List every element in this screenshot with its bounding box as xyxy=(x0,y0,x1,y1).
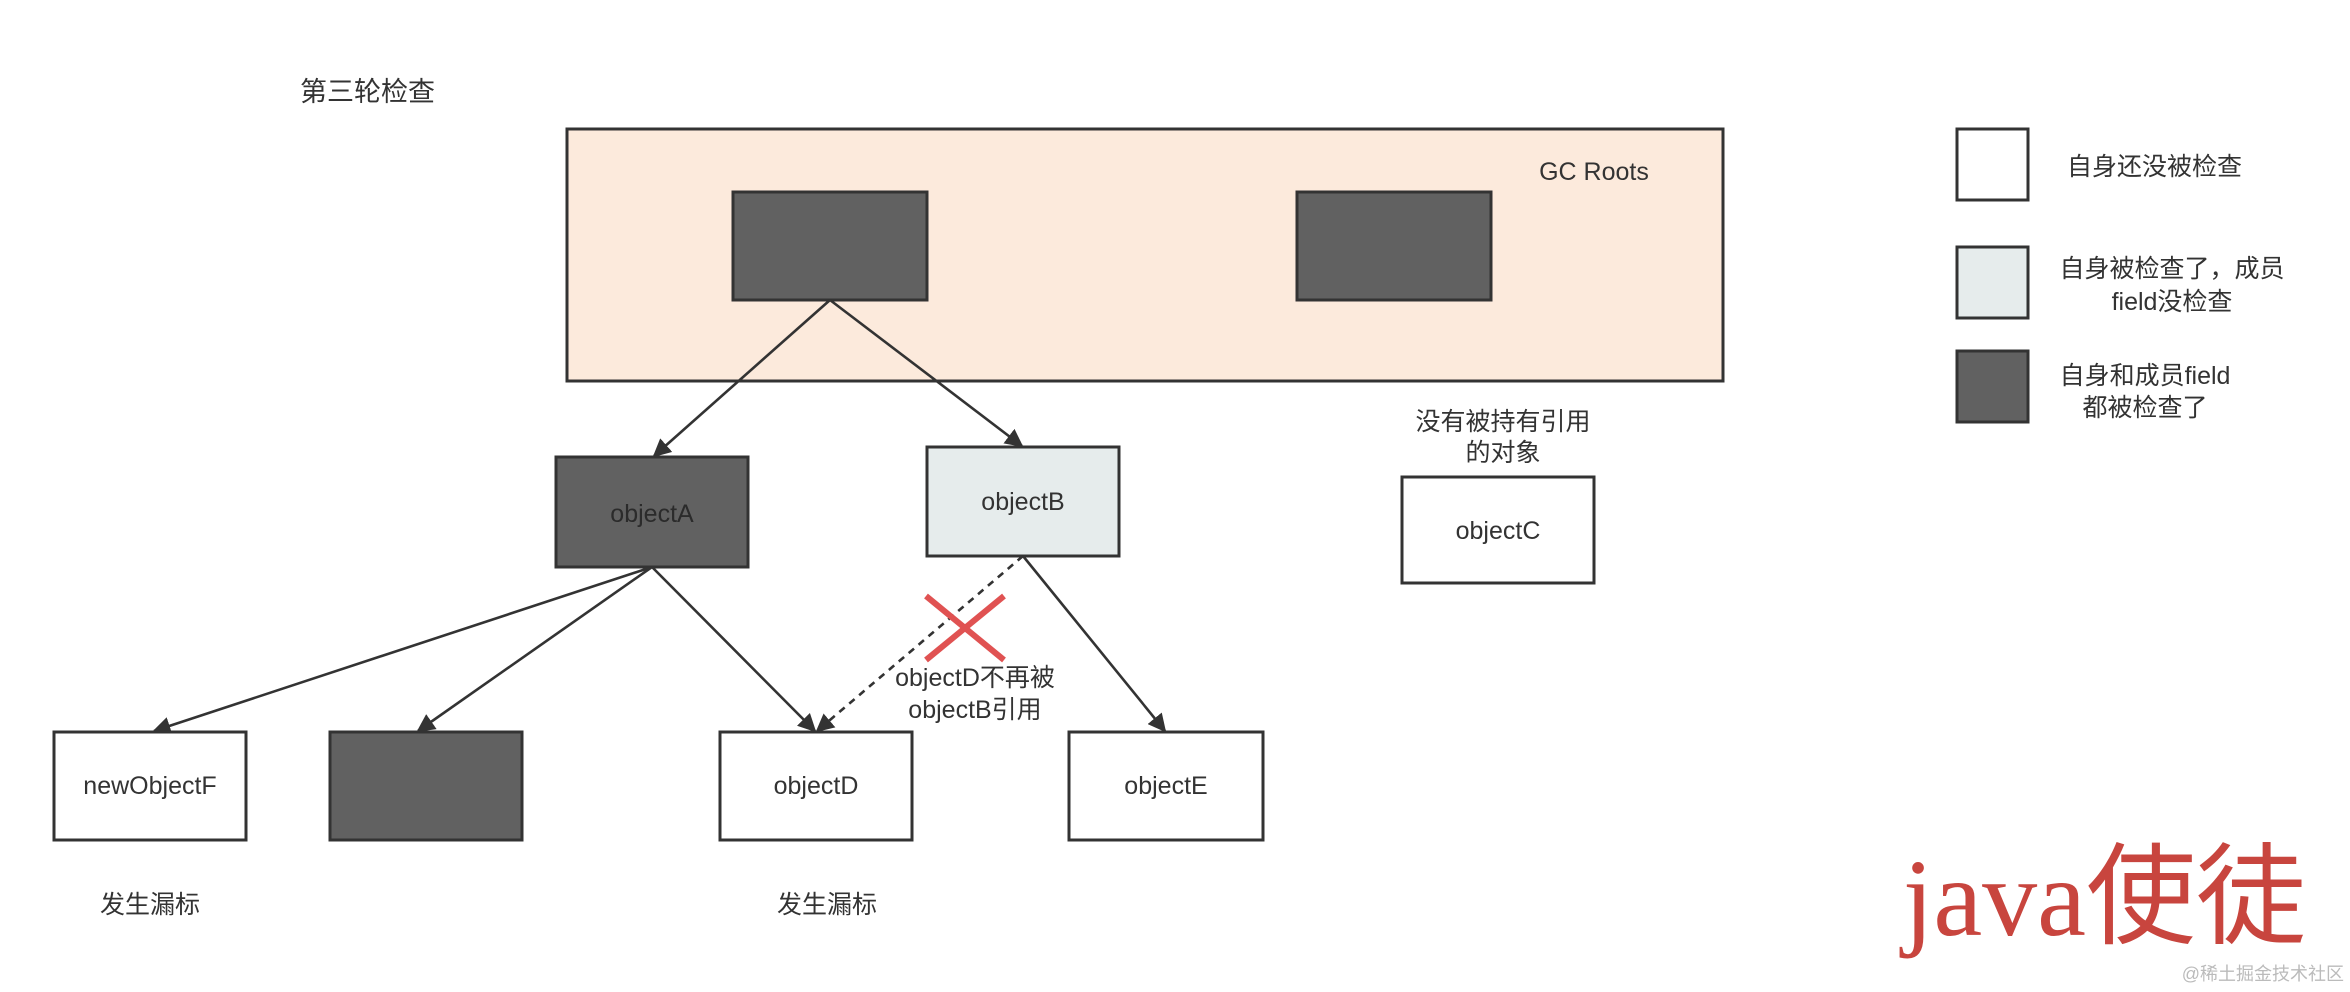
arrow-root-to-object-b xyxy=(829,298,1024,448)
object-d-node xyxy=(718,730,914,842)
legend-label-fully-checked-line-1: 自身和成员field xyxy=(2060,362,2231,390)
removed-arrow-object-b-to-object-d xyxy=(815,555,1024,733)
unreferenced-note-line-2: 的对象 xyxy=(1465,439,1540,467)
object-d-label: objectD xyxy=(774,772,859,800)
watermark-source: @稀土掘金技术社区 xyxy=(2182,964,2344,984)
legend-label-self-checked-line-1: 自身被检查了，成员 xyxy=(2059,255,2284,283)
new-object-f-node xyxy=(52,730,248,842)
diagram-title: 第三轮检查 xyxy=(300,77,435,107)
arrow-object-a-to-new-object-f xyxy=(152,565,653,735)
gc-roots-label: GC Roots xyxy=(1539,158,1649,186)
object-b-node xyxy=(925,445,1121,558)
object-a-label: objectA xyxy=(610,500,694,528)
object-b-label: objectB xyxy=(981,488,1064,516)
legend-swatch-self-checked xyxy=(1955,245,2030,320)
legend-label-unchecked: 自身还没被检查 xyxy=(2067,153,2242,181)
legend-swatch-fully-checked xyxy=(1955,349,2030,424)
legend-swatch-unchecked xyxy=(1955,127,2030,202)
object-a-node xyxy=(554,455,750,569)
watermark-brand: java使徒 xyxy=(1899,837,2306,959)
arrow-object-a-to-object-d xyxy=(651,566,817,733)
arrow-object-a-to-checked-child xyxy=(416,565,653,733)
removed-reference-cross-b xyxy=(924,593,1006,663)
object-e-node xyxy=(1067,730,1265,842)
object-e-label: objectE xyxy=(1124,772,1207,800)
legend-label-fully-checked-line-2: 都被检查了 xyxy=(2082,394,2207,422)
object-c-node xyxy=(1400,475,1596,585)
arrow-root-to-object-a xyxy=(652,299,831,458)
removed-reference-note-line-1: objectD不再被 xyxy=(895,664,1055,692)
root-object-1 xyxy=(731,190,929,302)
arrow-object-b-to-object-e xyxy=(1021,555,1167,733)
checked-child-node xyxy=(328,730,524,842)
object-c-label: objectC xyxy=(1456,517,1541,545)
new-object-f-label: newObjectF xyxy=(83,772,216,800)
missed-mark-note-f: 发生漏标 xyxy=(100,891,200,919)
unreferenced-note-line-1: 没有被持有引用 xyxy=(1415,408,1590,436)
legend-label-self-checked-line-2: field没检查 xyxy=(2112,288,2233,316)
missed-mark-note-d: 发生漏标 xyxy=(777,891,877,919)
root-object-2 xyxy=(1295,190,1493,302)
removed-reference-note-line-2: objectB引用 xyxy=(908,696,1041,724)
